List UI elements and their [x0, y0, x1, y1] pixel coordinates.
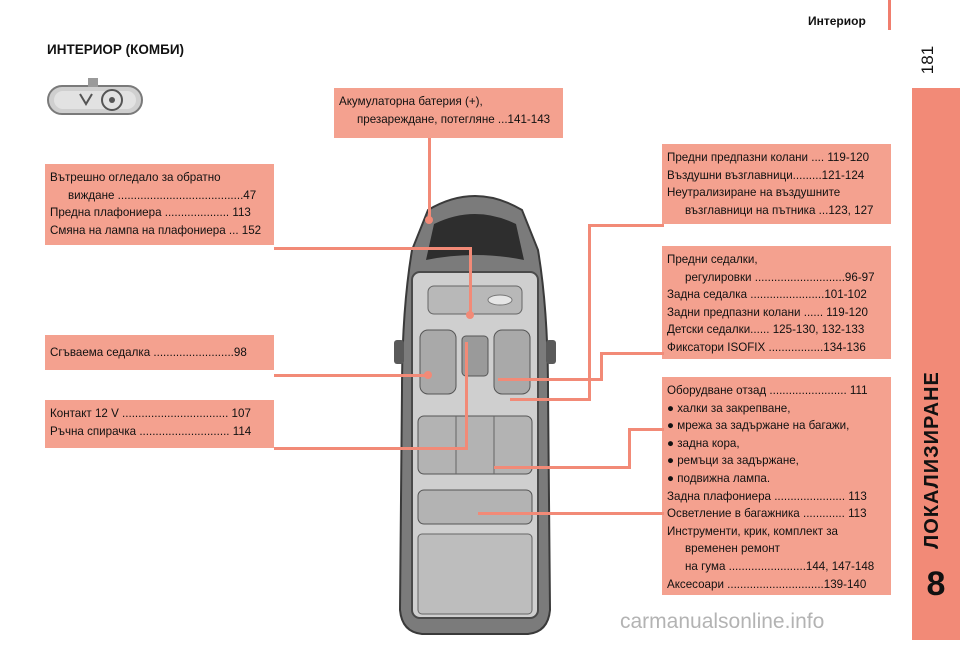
folding-seat-info-box: Сгъваема седалка .......................… — [45, 335, 274, 370]
trunk-pointer — [478, 512, 664, 515]
seats-info-box: Предни седалки, регулировки ............… — [662, 246, 891, 359]
rear-pointer-v — [628, 428, 631, 468]
mirror-hotspot — [466, 311, 474, 319]
rearview-mirror-icon — [47, 78, 143, 115]
header-accent-bar — [888, 0, 891, 30]
rear-pointer-h — [628, 428, 664, 431]
page-number: 181 — [918, 45, 937, 75]
mirror-info-box: Вътрешно огледало за обратно виждане ...… — [45, 164, 274, 245]
watermark: carmanualsonline.info — [620, 610, 825, 633]
rear-equipment-info-box: Оборудване отзад .......................… — [662, 377, 891, 595]
section-header: Интериор — [808, 14, 866, 28]
socket-pointer-v — [465, 342, 468, 450]
seatbelts-pointer-v — [588, 224, 591, 400]
page-title: ИНТЕРИОР (КОМБИ) — [47, 42, 185, 57]
seats-pointer-h — [600, 352, 664, 355]
chapter-number: 8 — [926, 565, 946, 603]
seatbelts-pointer-h — [588, 224, 664, 227]
socket-info-box: Контакт 12 V ...........................… — [45, 400, 274, 448]
socket-pointer-h — [274, 447, 468, 450]
seats-pointer-v — [600, 352, 603, 380]
car-top-view-icon — [394, 195, 556, 635]
mirror-pointer-h — [274, 247, 472, 250]
rear-pointer-t — [494, 466, 631, 469]
seatbelts-info-box: Предни предпазни колани .... 119-120 Въз… — [662, 144, 891, 224]
battery-info-box: Акумулаторна батерия (+), презареждане, … — [334, 88, 563, 138]
chapter-side-tab — [912, 88, 960, 640]
battery-hotspot — [425, 216, 433, 224]
battery-pointer — [428, 138, 431, 220]
seatbelts-pointer-t — [510, 398, 591, 401]
mirror-pointer-v — [469, 247, 472, 315]
seats-pointer-t — [498, 378, 603, 381]
folding-seat-pointer — [274, 374, 428, 377]
seat-hotspot — [424, 371, 432, 379]
